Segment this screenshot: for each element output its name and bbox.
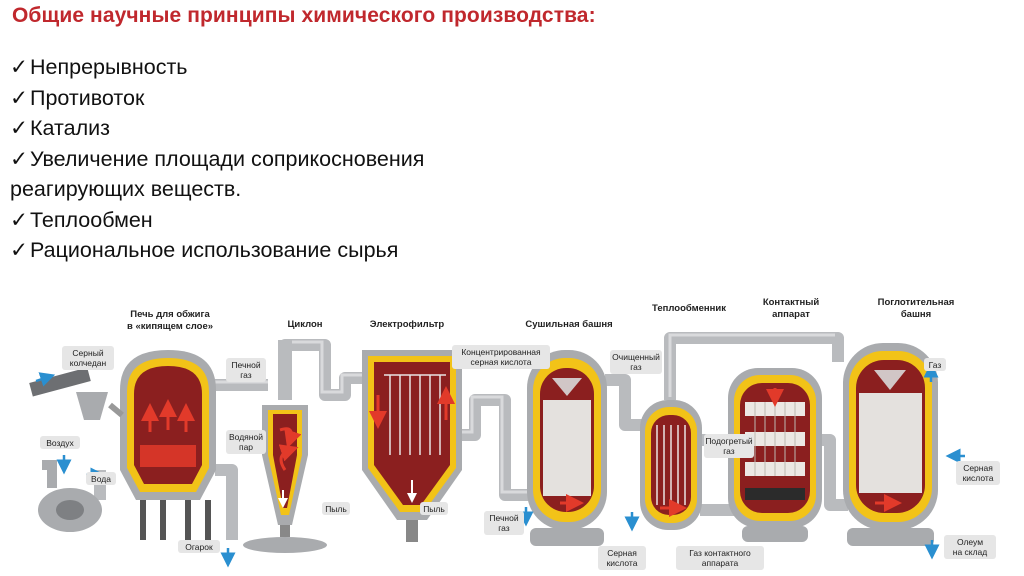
pipe-drying-to-exchanger	[605, 374, 645, 431]
list-item: ✓Противоток	[10, 83, 424, 114]
list-item: ✓Катализ	[10, 113, 424, 144]
tag-pyrite-2: колчедан	[70, 358, 107, 368]
pipe-filter-to-drying	[450, 394, 532, 501]
contact-apparatus	[728, 368, 822, 542]
tag-furnace-gas-2b: газ	[498, 523, 510, 533]
principles-list: ✓Непрерывность ✓Противоток ✓Катализ ✓Уве…	[10, 52, 424, 266]
tag-steam-2: пар	[239, 442, 253, 452]
list-item-continuation: реагирующих веществ.	[10, 174, 424, 205]
tag-heated-gas-1: Подогретый	[705, 436, 753, 446]
list-item-text: Рациональное использование сырья	[30, 238, 399, 262]
header-absorption-1: Поглотительная	[878, 297, 955, 308]
tag-purified-gas-1: Очищенный	[612, 352, 660, 362]
pipe-cyclone-to-filter	[279, 339, 372, 401]
page-title: Общие научные принципы химического произ…	[12, 4, 596, 27]
list-item-text: Теплообмен	[30, 207, 153, 232]
tag-pyrite-1: Серный	[72, 348, 103, 358]
tag-box	[62, 346, 114, 370]
tag-dust-2: Пыль	[423, 504, 445, 514]
check-icon: ✓	[10, 146, 29, 171]
tag-gas: Газ	[929, 360, 942, 370]
header-contact-1: Контактный	[763, 297, 820, 308]
tag-furnace-gas-1: Печной	[231, 360, 260, 370]
tag-steam-1: Водяной	[229, 432, 263, 442]
list-item: ✓Теплообмен	[10, 205, 424, 236]
list-item-text: Противоток	[30, 85, 145, 110]
tag-air: Воздух	[46, 438, 74, 448]
header-furnace-1: Печь для обжига	[130, 309, 210, 320]
tag-furnace-gas-2: Печной	[489, 513, 518, 523]
tag-conc-acid-1: Концентрированная	[461, 347, 541, 357]
tag-sulfuric-acid-right-2: кислота	[963, 473, 994, 483]
list-item: ✓Непрерывность	[10, 52, 424, 83]
tag-sulfuric-acid-right-1: Серная	[963, 463, 993, 473]
fluidized-bed-furnace	[29, 350, 216, 540]
tag-conc-acid-2: серная кислота	[471, 357, 532, 367]
list-item-text: Непрерывность	[30, 55, 188, 79]
tag-furnace-gas-1b: газ	[240, 370, 252, 380]
header-contact-2: аппарат	[772, 309, 810, 320]
tag-oleum-2: на склад	[953, 547, 988, 557]
electrofilter	[362, 350, 462, 542]
tag-contact-gas-2: аппарата	[702, 558, 739, 568]
tag-purified-gas-2: газ	[630, 362, 642, 372]
tag-sulfuric-acid-2: кислота	[607, 558, 638, 568]
list-item-text: реагирующих веществ.	[10, 177, 242, 201]
list-item: ✓Увеличение площади соприкосновения	[10, 144, 424, 175]
tag-contact-gas-1: Газ контактного	[689, 548, 751, 558]
pyrite-arrow	[35, 372, 56, 387]
tag-cinder: Огарок	[185, 542, 213, 552]
header-heat-exchanger: Теплообменник	[652, 303, 726, 314]
pipe-cinder	[215, 464, 238, 540]
tag-oleum-1: Олеум	[957, 537, 983, 547]
list-item-text: Катализ	[30, 116, 110, 140]
header-electrofilter: Электрофильтр	[370, 319, 445, 330]
check-icon: ✓	[10, 55, 29, 79]
conveyor	[29, 367, 91, 397]
cyclone	[243, 340, 327, 553]
pipe-contact-to-absorber	[815, 434, 848, 511]
diagram-tags: Серный колчедан Воздух Вода Огарок Печно…	[40, 345, 1000, 570]
check-icon: ✓	[10, 85, 29, 110]
header-furnace-2: в «кипящем слое»	[127, 321, 213, 332]
check-icon: ✓	[10, 238, 29, 262]
hopper	[76, 392, 108, 420]
check-icon: ✓	[10, 207, 29, 232]
list-item: ✓Рациональное использование сырья	[10, 235, 424, 266]
diagram-headers: Печь для обжига в «кипящем слое» Циклон …	[127, 297, 954, 332]
check-icon: ✓	[10, 116, 29, 140]
header-absorption-2: башня	[901, 309, 931, 320]
absorption-tower	[843, 343, 938, 546]
tag-water: Вода	[91, 474, 111, 484]
header-cyclone: Циклон	[287, 319, 322, 330]
tag-heated-gas-2: газ	[723, 446, 735, 456]
tag-dust-1: Пыль	[325, 504, 347, 514]
list-item-text: Увеличение площади соприкосновения	[30, 146, 425, 171]
drying-tower	[527, 350, 607, 546]
header-drying: Сушильная башня	[525, 319, 612, 330]
tag-sulfuric-acid-1: Серная	[607, 548, 637, 558]
heat-exchanger	[640, 400, 702, 530]
